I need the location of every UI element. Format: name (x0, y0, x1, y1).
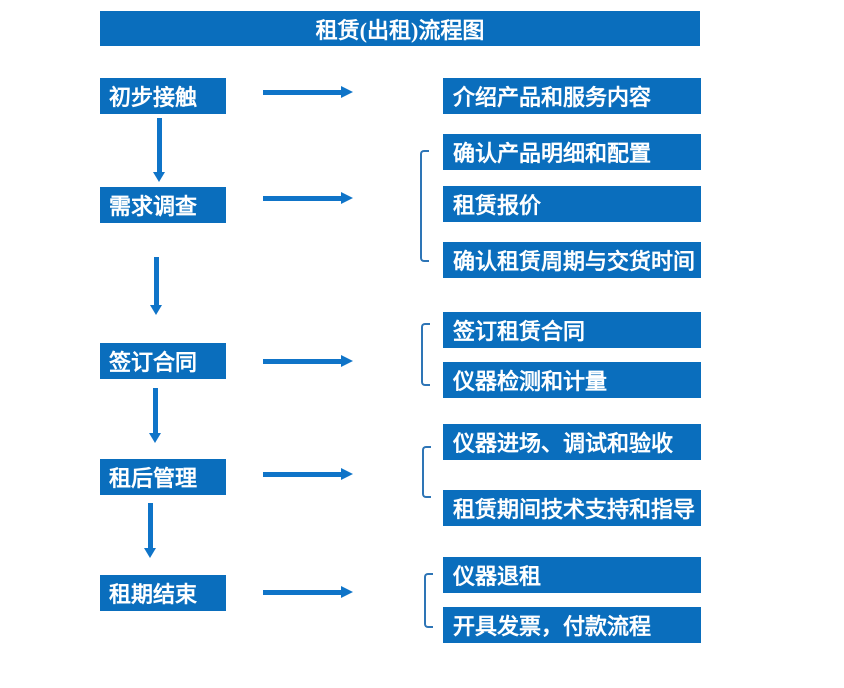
left-bracket-icon (424, 573, 433, 628)
stage-box-post-rental-management: 租后管理 (100, 459, 226, 495)
page-title: 租赁(出租)流程图 (315, 17, 485, 43)
detail-box: 仪器退租 (443, 557, 701, 593)
arrow-down-icon (144, 503, 157, 558)
detail-box: 签订租赁合同 (443, 312, 701, 348)
stage-box-demand-survey: 需求调查 (100, 187, 226, 223)
detail-box: 租赁报价 (443, 186, 701, 222)
arrow-down-icon (153, 118, 166, 182)
stage-box-rental-end: 租期结束 (100, 575, 226, 611)
stage-box-sign-contract: 签订合同 (100, 343, 226, 379)
left-bracket-icon (421, 323, 430, 386)
stage-box-initial-contact: 初步接触 (100, 78, 226, 114)
arrow-right-icon (263, 586, 353, 599)
title-bar: 租赁(出租)流程图 (100, 11, 700, 46)
detail-box: 租赁期间技术支持和指导 (443, 490, 701, 526)
arrow-down-icon (149, 388, 162, 443)
arrow-down-icon (150, 257, 163, 315)
detail-box: 确认租赁周期与交货时间 (443, 242, 701, 278)
left-bracket-icon (422, 446, 431, 498)
left-bracket-icon (420, 150, 429, 262)
arrow-right-icon (263, 468, 353, 481)
detail-box: 介绍产品和服务内容 (443, 78, 701, 114)
arrow-right-icon (263, 86, 353, 99)
arrow-right-icon (263, 192, 353, 205)
detail-box: 确认产品明细和配置 (443, 134, 701, 170)
arrow-right-icon (263, 355, 353, 368)
detail-box: 仪器进场、调试和验收 (443, 424, 701, 460)
detail-box: 仪器检测和计量 (443, 362, 701, 398)
detail-box: 开具发票，付款流程 (443, 607, 701, 643)
